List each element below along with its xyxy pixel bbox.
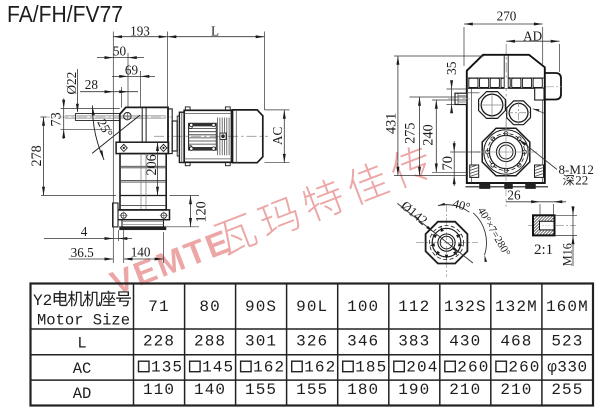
svg-text:8-M12: 8-M12 <box>559 162 594 177</box>
svg-text:90L: 90L <box>296 298 328 316</box>
svg-text:90S: 90S <box>245 298 277 316</box>
svg-text:Motor Size: Motor Size <box>37 312 130 330</box>
svg-text:240: 240 <box>421 124 437 145</box>
svg-text:185: 185 <box>355 359 387 377</box>
svg-text:50: 50 <box>113 43 127 58</box>
svg-text:35: 35 <box>444 61 459 75</box>
svg-text:80: 80 <box>199 298 220 316</box>
svg-text:430: 430 <box>449 332 481 350</box>
svg-text:210: 210 <box>500 381 532 399</box>
svg-text:301: 301 <box>245 332 277 350</box>
svg-text:346: 346 <box>347 332 379 350</box>
svg-text:132M: 132M <box>495 298 538 316</box>
svg-text:120: 120 <box>194 201 210 222</box>
svg-text:AD: AD <box>523 28 542 43</box>
svg-text:AC: AC <box>270 126 285 145</box>
svg-text:260: 260 <box>508 359 540 377</box>
svg-text:100: 100 <box>347 298 379 316</box>
svg-text:132S: 132S <box>444 298 487 316</box>
svg-text:160M: 160M <box>546 298 589 316</box>
svg-text:L: L <box>77 335 86 353</box>
svg-text:278: 278 <box>29 145 45 166</box>
svg-text:73: 73 <box>49 112 65 126</box>
svg-text:71: 71 <box>148 298 169 316</box>
svg-text:112: 112 <box>398 298 430 316</box>
svg-text:70: 70 <box>440 156 456 171</box>
svg-text:162: 162 <box>253 359 285 377</box>
svg-text:255: 255 <box>551 381 583 399</box>
svg-text:155: 155 <box>245 381 277 399</box>
svg-text:210: 210 <box>449 381 481 399</box>
svg-text:2:1: 2:1 <box>534 242 553 258</box>
svg-text:22: 22 <box>575 173 588 188</box>
svg-text:135: 135 <box>151 359 183 377</box>
svg-text:28: 28 <box>85 77 99 92</box>
svg-text:468: 468 <box>500 332 532 350</box>
svg-text:φ330: φ330 <box>547 359 587 377</box>
svg-text:110: 110 <box>143 381 175 399</box>
svg-text:270: 270 <box>497 9 517 24</box>
svg-text:69: 69 <box>125 62 139 77</box>
svg-text:206: 206 <box>144 154 160 175</box>
svg-text:162: 162 <box>304 359 336 377</box>
svg-text:40°: 40° <box>451 196 472 214</box>
svg-text:140: 140 <box>131 245 151 260</box>
svg-text:4: 4 <box>81 224 88 239</box>
svg-text:523: 523 <box>551 332 583 350</box>
svg-text:36.5: 36.5 <box>71 245 94 260</box>
svg-text:26: 26 <box>507 187 521 202</box>
svg-text:193: 193 <box>130 23 150 38</box>
svg-text:275: 275 <box>403 123 419 144</box>
svg-text:228: 228 <box>143 332 175 350</box>
svg-text:L: L <box>211 23 219 38</box>
svg-text:AD: AD <box>73 385 92 403</box>
svg-text:326: 326 <box>296 332 328 350</box>
svg-text:AC: AC <box>73 360 92 378</box>
svg-text:180: 180 <box>347 381 379 399</box>
svg-text:383: 383 <box>398 332 430 350</box>
svg-text:Ø22: Ø22 <box>64 72 79 95</box>
svg-text:190: 190 <box>398 381 430 399</box>
svg-text:204: 204 <box>406 359 438 377</box>
svg-text:260: 260 <box>457 359 489 377</box>
svg-text:155: 155 <box>296 381 328 399</box>
svg-text:M16: M16 <box>561 243 575 266</box>
svg-text:288: 288 <box>194 332 226 350</box>
svg-text:431: 431 <box>383 113 399 134</box>
svg-text:FA/FH/FV77: FA/FH/FV77 <box>7 1 123 27</box>
svg-text:140: 140 <box>194 381 226 399</box>
svg-text:145: 145 <box>202 359 234 377</box>
svg-text:Y2: Y2 <box>33 292 52 310</box>
